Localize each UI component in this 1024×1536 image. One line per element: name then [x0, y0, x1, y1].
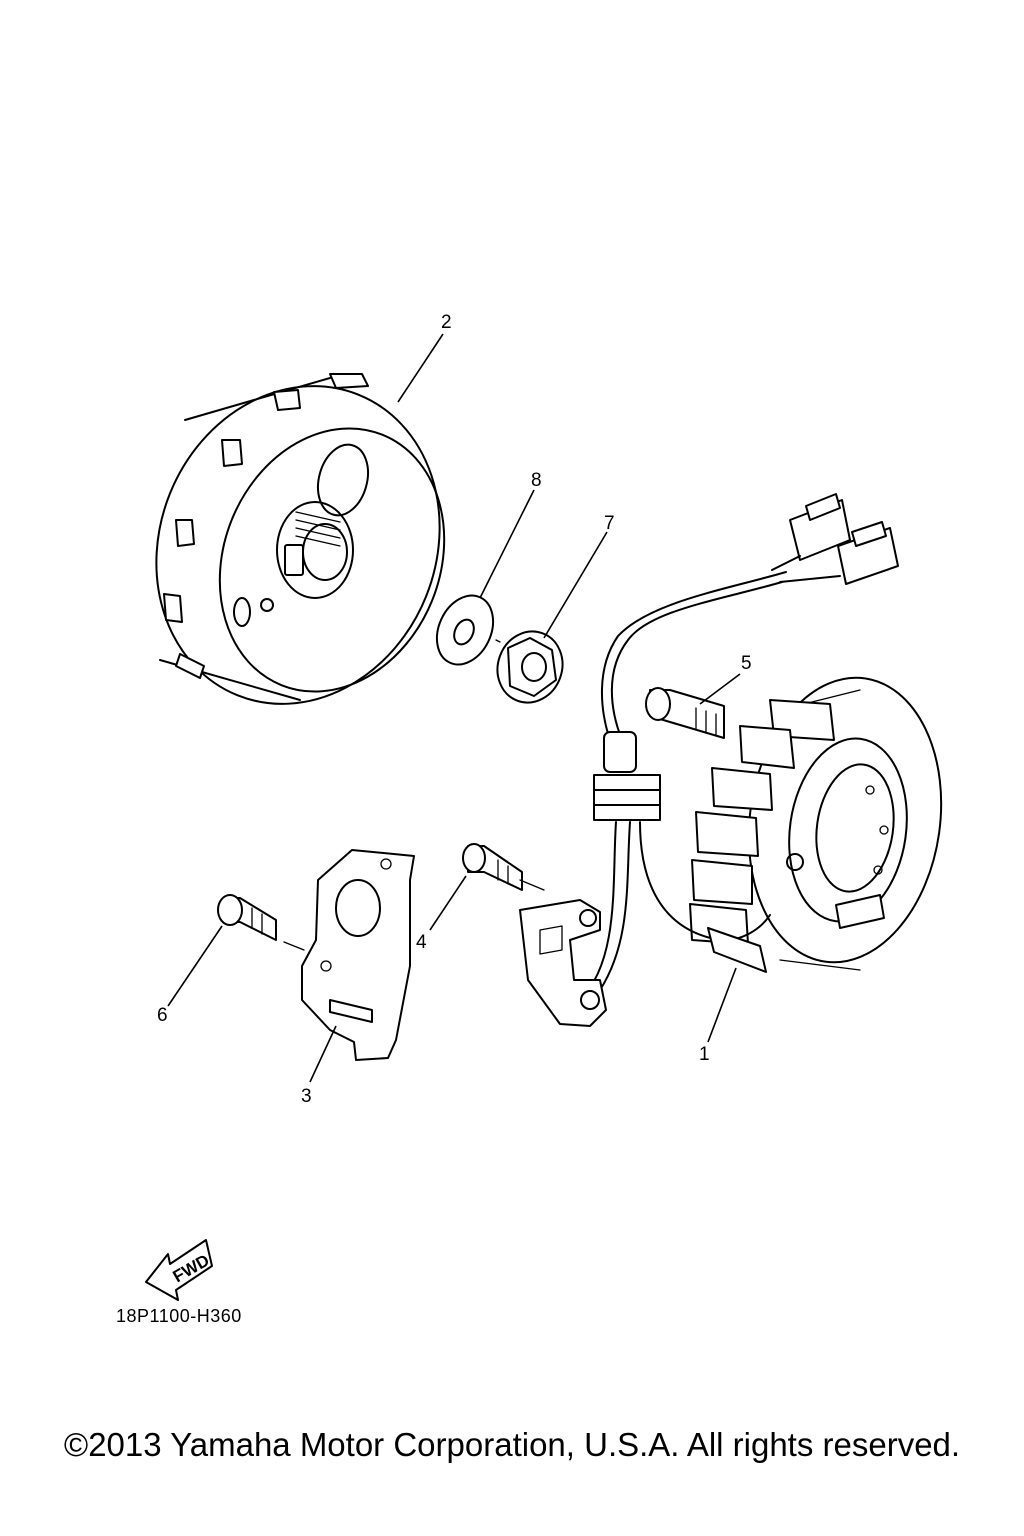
diagram-code: 18P1100-H360	[116, 1306, 242, 1326]
pickup-coil	[519, 899, 607, 1027]
copyright-notice: ©2013 Yamaha Motor Corporation, U.S.A. A…	[63, 1426, 961, 1463]
stator-bolt	[645, 687, 725, 739]
wire-harness	[579, 493, 899, 1001]
leader-lines	[167, 333, 741, 1083]
flange-nut	[496, 630, 564, 704]
callout-3: 3	[301, 1086, 312, 1107]
callout-5: 5	[741, 653, 752, 674]
callout-2: 2	[441, 312, 452, 333]
callout-1: 1	[699, 1044, 710, 1065]
bracket-bolt	[217, 894, 277, 941]
fwd-arrow-icon: FWD	[145, 1239, 213, 1301]
connector-1	[789, 493, 851, 561]
callout-6: 6	[157, 1005, 168, 1026]
stator-coils	[689, 699, 835, 945]
rotor-magnet-tabs	[163, 373, 369, 679]
assembly-lines	[283, 639, 545, 951]
connector-2	[837, 521, 899, 585]
callout-8: 8	[531, 470, 542, 491]
bracket	[301, 849, 415, 1061]
washer	[435, 594, 495, 666]
rotor-assembly	[155, 373, 446, 705]
pickup-bolt	[462, 843, 523, 891]
stator-assembly	[689, 676, 943, 971]
callout-4: 4	[416, 932, 427, 953]
callout-7: 7	[604, 513, 615, 534]
